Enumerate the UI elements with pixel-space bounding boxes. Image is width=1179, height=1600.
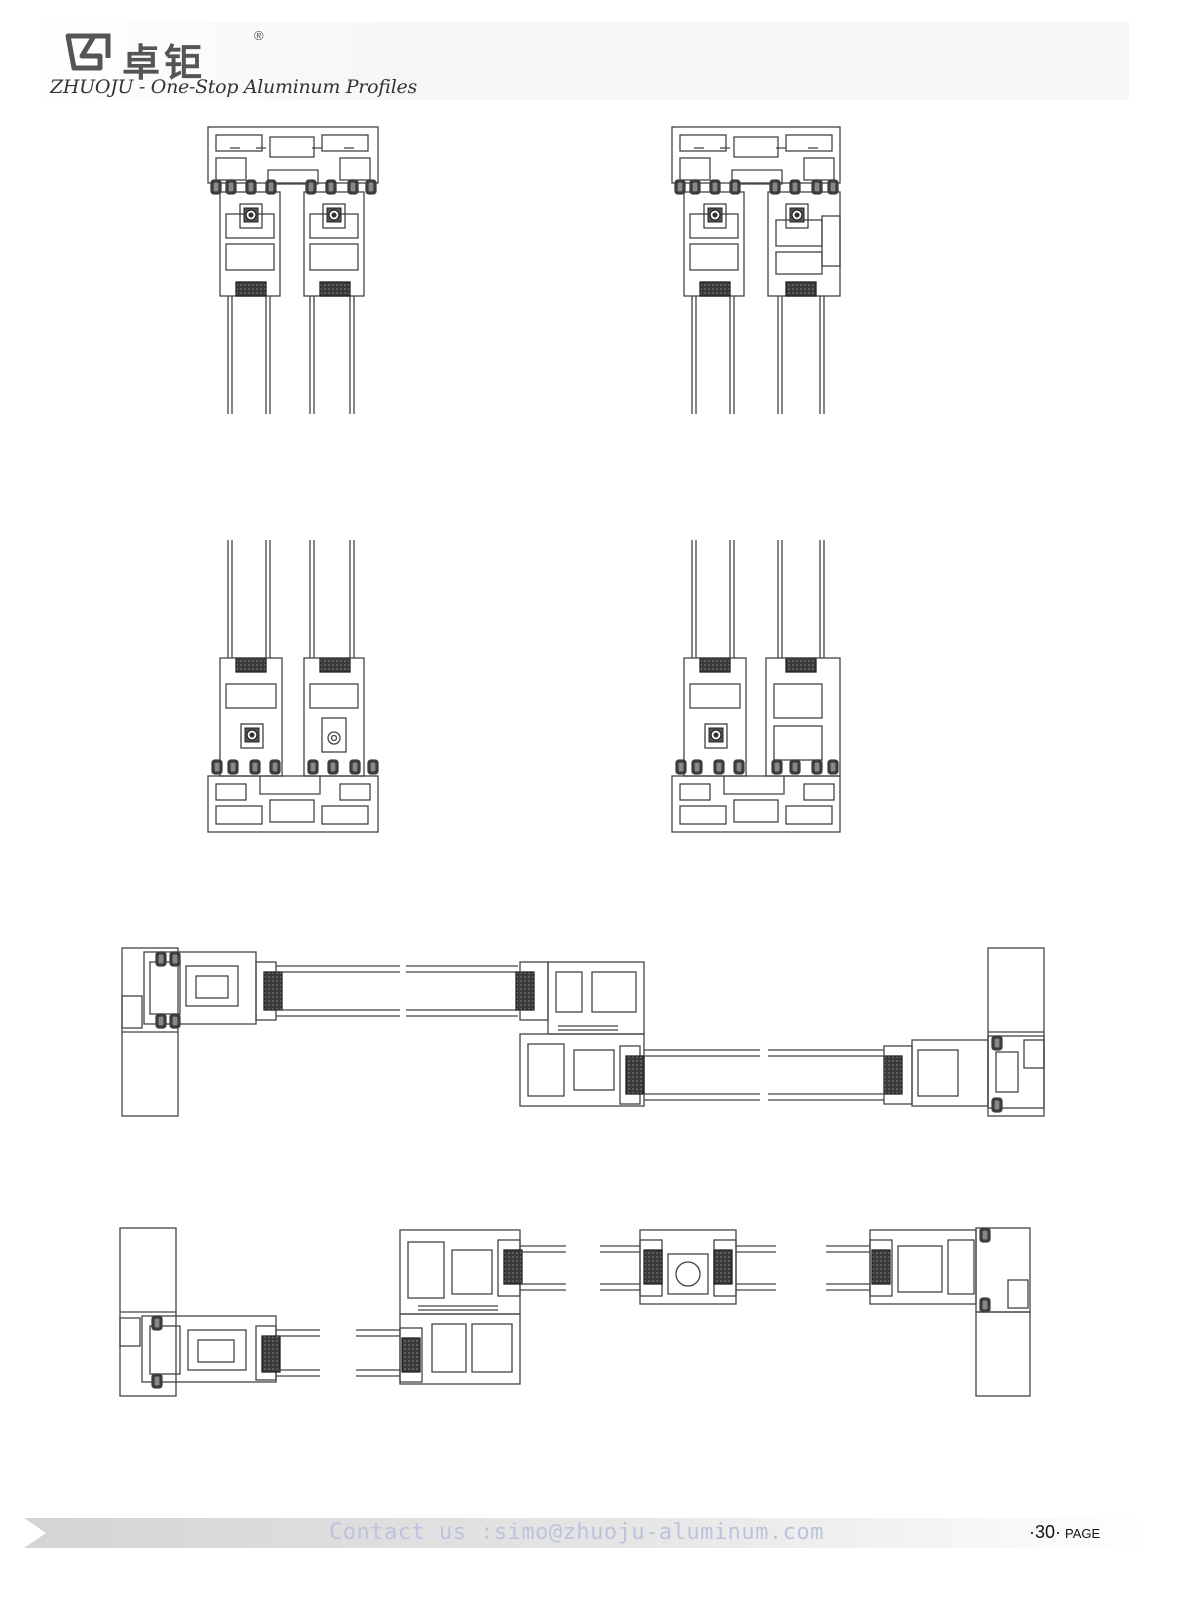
zhuoju-logo-icon bbox=[65, 33, 111, 71]
page-number-value: ·30· bbox=[1029, 1522, 1062, 1542]
registered-mark: ® bbox=[254, 28, 264, 43]
section-middle-left bbox=[207, 540, 379, 833]
page-label: PAGE bbox=[1065, 1526, 1101, 1541]
contact-email-text: Contact us :simo@zhuoju-aluminum.com bbox=[329, 1520, 824, 1545]
brand-chinese-name: 卓钜 bbox=[122, 41, 207, 85]
page-footer: Contact us :simo@zhuoju-aluminum.com ·30… bbox=[24, 1518, 1149, 1548]
section-horizontal-plan-1 bbox=[121, 947, 1045, 1117]
section-top-right bbox=[671, 126, 841, 414]
page-header: 卓钜 ® ZHUOJU - One-Stop Aluminum Profiles bbox=[24, 22, 1129, 100]
section-middle-right bbox=[671, 540, 841, 833]
brand-tagline: ZHUOJU - One-Stop Aluminum Profiles bbox=[50, 76, 417, 98]
page-number: ·30·PAGE bbox=[1029, 1522, 1100, 1543]
section-horizontal-plan-2 bbox=[119, 1227, 1031, 1397]
footer-arrow-icon bbox=[24, 1518, 46, 1548]
section-top-left bbox=[207, 126, 379, 414]
